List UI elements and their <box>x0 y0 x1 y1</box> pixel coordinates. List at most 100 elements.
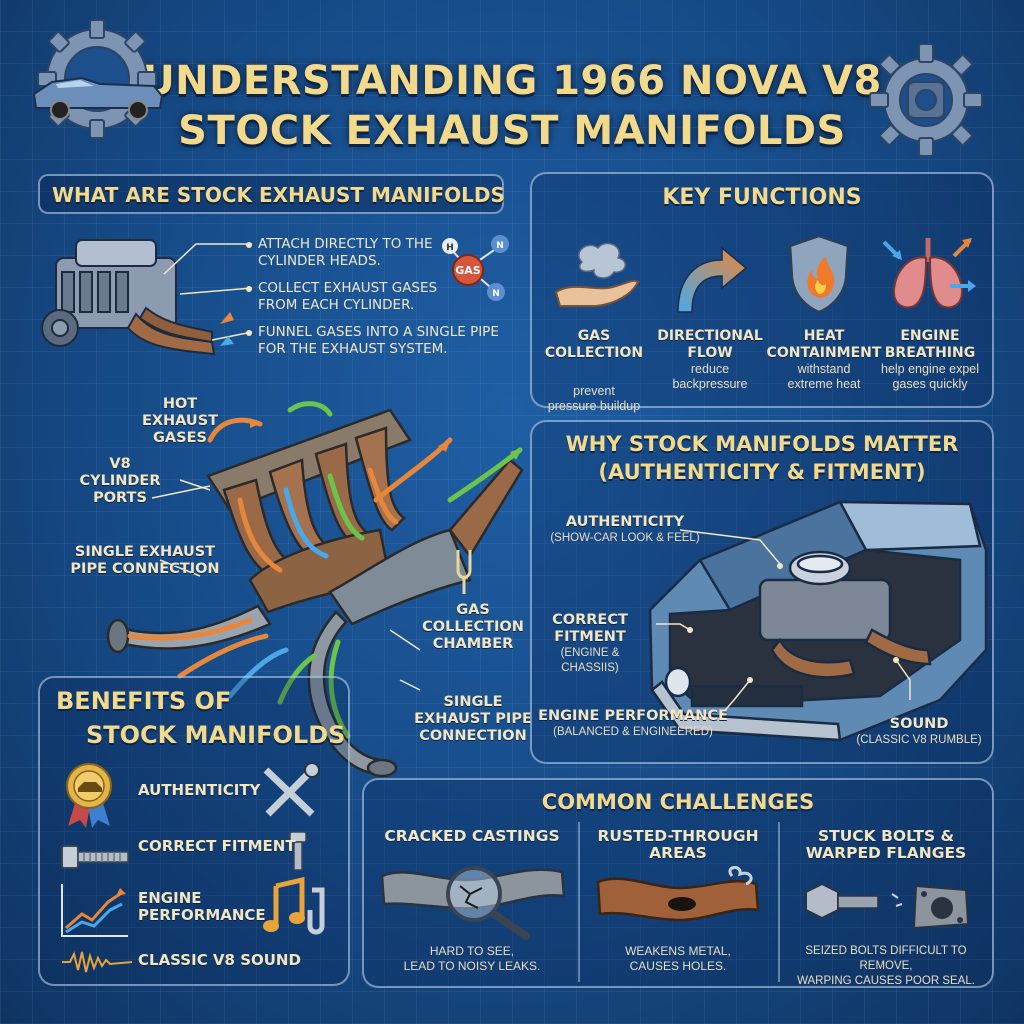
function-desc: gases quickly <box>892 377 968 391</box>
label-line: SINGLE <box>443 694 503 710</box>
why-matter-leaders <box>656 529 911 717</box>
desc-line: CAUSES HOLES. <box>629 959 727 973</box>
callout-sub: (BALANCED & ENGINEERED) <box>553 726 713 738</box>
what-are-heading: WHAT ARE STOCK EXHAUST MANIFOLDS <box>52 183 505 207</box>
challenge-desc: WEAKENS METAL, CAUSES HOLES. <box>580 944 776 974</box>
function-desc: extreme heat <box>787 377 861 391</box>
desc-line: WEAKENS METAL, <box>625 944 731 958</box>
benefit-item-classic-v8-sound: CLASSIC V8 SOUND <box>138 951 301 969</box>
page-title: UNDERSTANDING 1966 NOVA V8 STOCK EXHAUST… <box>0 56 1024 156</box>
waveform-icon <box>62 951 133 973</box>
callout-authenticity: AUTHENTICITY (SHOW-CAR LOOK & FEEL) <box>540 514 710 546</box>
desc-line: LEAD TO NOISY LEAKS. <box>403 959 541 973</box>
heading-line: BENEFITS OF <box>56 687 232 715</box>
lungs-icon <box>882 238 976 309</box>
label-hot-exhaust-gases: HOT EXHAUST GASES <box>130 396 230 447</box>
function-desc: reduce <box>690 362 730 376</box>
benefit-item-authenticity: AUTHENTICITY <box>138 781 261 799</box>
challenge-title: RUSTED-THROUGH <box>597 827 759 845</box>
benefit-label: PERFORMANCE <box>138 906 266 924</box>
label-line: PIPE CONNECTION <box>70 561 220 577</box>
tuning-fork-icon <box>456 550 472 594</box>
function-desc: help engine expel <box>881 362 979 376</box>
callout-title: AUTHENTICITY <box>565 514 685 530</box>
function-item-heat-containment: HEAT CONTAINMENT withstand extreme heat <box>766 328 882 392</box>
callout-title: FITMENT <box>554 629 626 645</box>
bullet-dot <box>246 242 252 248</box>
function-title: FLOW <box>687 345 733 361</box>
label-line: V8 <box>109 456 131 472</box>
leader-lines <box>163 243 253 346</box>
function-item-gas-collection: GAS COLLECTION prevent pressure buildup <box>536 328 652 414</box>
label-line: EXHAUST <box>141 413 219 429</box>
function-title: CONTAINMENT <box>766 345 882 361</box>
function-desc: withstand <box>797 362 851 376</box>
callout-sub: (ENGINE & <box>560 647 620 659</box>
screw-icon <box>289 831 307 871</box>
challenge-stuck-bolts: STUCK BOLTS & WARPED FLANGES <box>780 828 992 862</box>
desc-line: HARD TO SEE, <box>429 944 515 958</box>
exhaust-manifold-diagram <box>106 401 524 778</box>
challenge-desc: SEIZED BOLTS DIFFICULT TO REMOVE, WARPIN… <box>780 944 992 989</box>
bolt-icon <box>61 845 129 869</box>
function-item-engine-breathing: ENGINE BREATHING help engine expel gases… <box>872 328 988 392</box>
label-v8-cylinder-ports: V8 CYLINDER PORTS <box>70 456 170 507</box>
bolt-flange-icon <box>805 882 970 930</box>
function-title: DIRECTIONAL <box>657 328 763 344</box>
callout-sound: SOUND (CLASSIC V8 RUMBLE) <box>846 716 992 748</box>
bullet-text: ATTACH DIRECTLY TO THE <box>258 236 433 252</box>
bullet-text: COLLECT EXHAUST GASES <box>258 280 438 296</box>
challenge-title: CRACKED CASTINGS <box>384 827 560 845</box>
music-note-icon <box>263 876 325 935</box>
bullet-item: FUNNEL GASES INTO A SINGLE PIPE FOR THE … <box>246 324 499 358</box>
benefits-panel <box>38 676 350 986</box>
medal-icon <box>66 763 112 828</box>
heading-line: STOCK MANIFOLDS <box>86 721 346 749</box>
challenge-title: AREAS <box>649 844 707 862</box>
flame-shield-icon <box>788 234 850 314</box>
hand-smoke-icon <box>554 242 640 307</box>
benefit-label: ENGINE <box>138 889 202 907</box>
bullet-text: FUNNEL GASES INTO A SINGLE PIPE <box>258 324 499 340</box>
label-line: CONNECTION <box>419 728 527 744</box>
callout-sub: CHASSIIS) <box>561 662 619 674</box>
callout-title: SOUND <box>889 716 949 732</box>
gear-car-icon <box>32 19 164 139</box>
desc-line: WARPING CAUSES POOR SEAL. <box>797 975 975 987</box>
title-line-1: UNDERSTANDING 1966 NOVA V8 <box>142 58 882 104</box>
divider <box>578 822 580 982</box>
why-matter-heading: WHY STOCK MANIFOLDS MATTER (AUTHENTICITY… <box>530 430 994 486</box>
label-line: CHAMBER <box>432 636 514 652</box>
label-line: GAS <box>456 602 490 618</box>
label-line: HOT <box>162 396 198 412</box>
challenge-desc: HARD TO SEE, LEAD TO NOISY LEAKS. <box>368 944 576 974</box>
benefit-item-engine-performance: ENGINE PERFORMANCE <box>138 890 266 924</box>
benefits-heading: BENEFITS OF STOCK MANIFOLDS <box>56 684 345 752</box>
function-title: ENGINE <box>900 328 960 344</box>
callout-sub: (SHOW-CAR LOOK & FEEL) <box>550 532 700 544</box>
engine-icon <box>41 239 216 356</box>
function-desc: pressure buildup <box>547 399 641 413</box>
function-item-directional-flow: DIRECTIONAL FLOW reduce backpressure <box>652 328 768 392</box>
bullet-text: CYLINDER HEADS. <box>258 253 381 269</box>
key-functions-heading: KEY FUNCTIONS <box>662 185 862 210</box>
function-title: HEAT <box>803 328 845 344</box>
divider <box>778 822 780 982</box>
label-single-exhaust-pipe-right: SINGLE EXHAUST PIPE CONNECTION <box>408 694 538 745</box>
atom-label: H <box>446 243 454 253</box>
atom-label: N <box>496 241 504 251</box>
function-desc: prevent <box>573 384 615 398</box>
function-title: BREATHING <box>884 345 976 361</box>
label-line: CYLINDER <box>79 473 161 489</box>
trend-chart-icon <box>61 884 128 937</box>
bullet-text: FOR THE EXHAUST SYSTEM. <box>258 341 448 357</box>
gear-icon <box>869 43 983 157</box>
wrench-screwdriver-icon <box>263 762 320 817</box>
label-single-exhaust-pipe-left: SINGLE EXHAUST PIPE CONNECTION <box>70 544 220 578</box>
label-line: GASES <box>153 430 207 446</box>
label-line: PORTS <box>93 490 147 506</box>
label-gas-collection-chamber: GAS COLLECTION CHAMBER <box>418 602 528 653</box>
bullet-text: FROM EACH CYLINDER. <box>258 297 415 313</box>
callout-correct-fitment: CORRECT FITMENT (ENGINE & CHASSIIS) <box>540 612 640 676</box>
what-are-panel <box>38 174 504 214</box>
